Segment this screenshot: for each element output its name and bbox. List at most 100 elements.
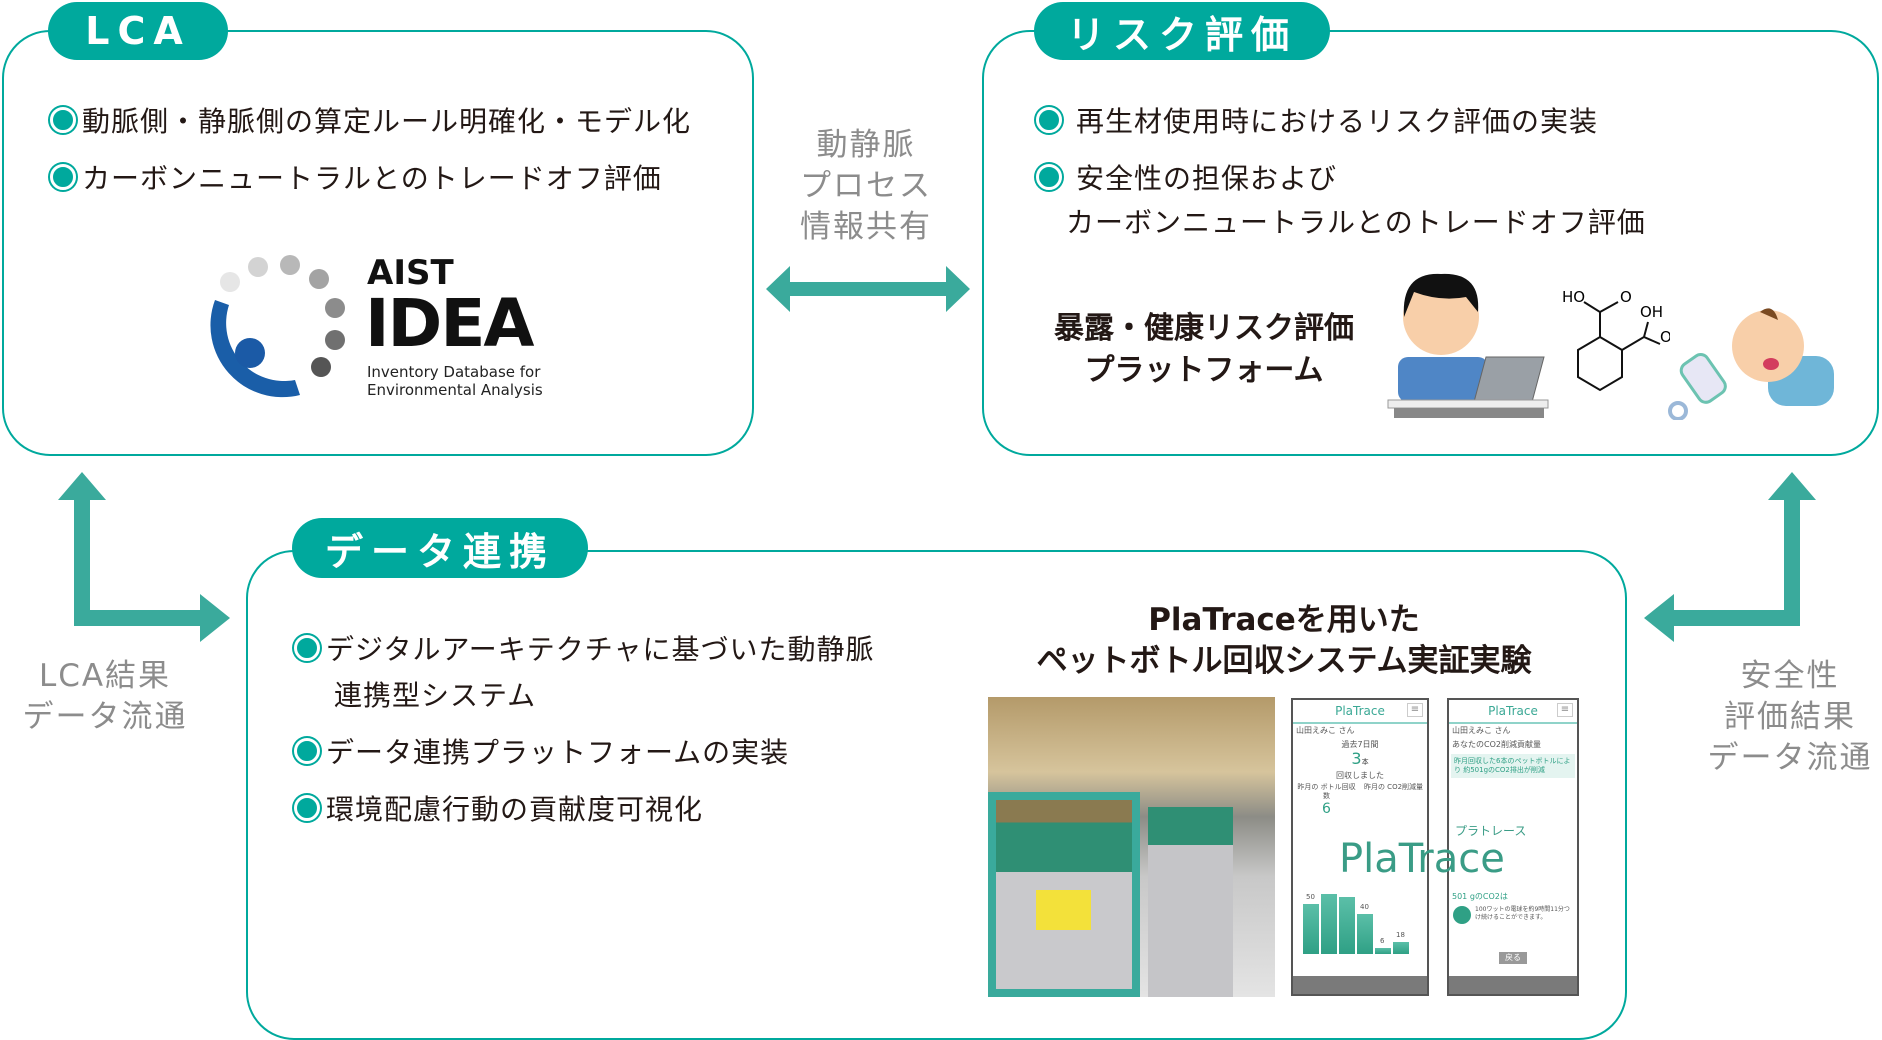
bullet-icon — [1036, 107, 1062, 133]
bullet-icon — [294, 795, 320, 821]
user-name: 山田えみこ さん — [1296, 726, 1355, 735]
bullet-text: デジタルアーキテクチャに基づいた動静脈 — [326, 633, 875, 666]
co2-report: 昨月回収した6本のペットボトルにより 約501gのCO2排出が削減 — [1451, 754, 1575, 778]
logo-sub1: Inventory Database for — [367, 363, 541, 381]
back-button[interactable]: 戻る — [1499, 952, 1527, 964]
risk-flow-label: 安全性 評価結果 データ流通 — [1690, 656, 1882, 779]
person-laptop-icon — [1387, 273, 1549, 418]
bullet-text: 動脈側・静脈側の算定ルール明確化・モデル化 — [82, 105, 692, 138]
lca-tab: LCA — [48, 2, 228, 60]
highlight-frame — [988, 792, 1140, 997]
mol-o2: O — [1660, 328, 1670, 346]
bullet-text: カーボンニュートラルとのトレードオフ評価 — [82, 162, 662, 195]
collection-box — [1148, 807, 1233, 997]
logo-sub2: Environmental Analysis — [367, 381, 543, 399]
sign-label — [1036, 890, 1091, 930]
co2-heading: あなたのCO2削減貢献量 — [1452, 740, 1541, 749]
co2-detail: 100ワットの電球を約9時間11分つけ続けることができます。 — [1475, 906, 1570, 921]
flow-line: LCA結果 — [38, 658, 172, 694]
middle-label: 動静脈 プロセス 情報共有 — [786, 125, 946, 248]
mol-oh: OH — [1640, 303, 1663, 321]
menu-icon[interactable]: ≡ — [1557, 703, 1573, 717]
bullet-icon — [50, 164, 76, 190]
menu-icon[interactable]: ≡ — [1407, 703, 1423, 717]
flow-line: データ流通 — [22, 699, 188, 735]
count-value: 3 — [1351, 749, 1362, 768]
middle-line: 動静脈 — [816, 127, 916, 163]
bullet-text: 再生材使用時におけるリスク評価の実装 — [1076, 105, 1599, 138]
risk-platform-title: 暴露・健康リスク評価 プラットフォーム — [1034, 308, 1374, 392]
platrace-watermark: プラトレース PlaTrace — [1305, 824, 1575, 884]
double-arrow-icon — [766, 266, 970, 312]
bullet-text: データ連携プラットフォームの実装 — [326, 736, 790, 769]
mol-ho: HO — [1562, 288, 1585, 306]
last-month-co2-label: 昨月の CO2削減量 — [1363, 783, 1424, 791]
flow-line: データ流通 — [1707, 740, 1873, 776]
bullet-text: 安全性の担保および — [1076, 162, 1338, 195]
bar-label: 40 — [1360, 903, 1369, 911]
app-footer — [1449, 976, 1577, 994]
platform-line: 暴露・健康リスク評価 — [1054, 311, 1354, 346]
data-tab: データ連携 — [292, 518, 588, 578]
app-screen-1: PlaTrace ≡ 山田えみこ さん 過去7日間 3本 回収しました 昨月の ボ… — [1291, 698, 1429, 996]
demo-title-line: PlaTraceを用いた — [1148, 602, 1420, 638]
chart-bar — [1375, 948, 1391, 954]
middle-line: プロセス — [800, 168, 932, 204]
bar-label: 6 — [1380, 937, 1385, 945]
chart-bar — [1339, 897, 1355, 954]
risk-tab: リスク評価 — [1034, 2, 1330, 60]
user-name: 山田えみこ さん — [1452, 726, 1511, 735]
lca-bullet-1: 動脈側・静脈側の算定ルール明確化・モデル化 — [50, 100, 691, 140]
co2-amount: 501 gのCO2は — [1452, 892, 1508, 901]
collected-label: 回収しました — [1336, 771, 1384, 780]
demo-title: PlaTraceを用いた ペットボトル回収システム実証実験 — [984, 600, 1584, 682]
collection-box-photo — [988, 697, 1275, 997]
platform-line: プラットフォーム — [1084, 353, 1324, 388]
logo-idea: IDEA — [365, 285, 535, 362]
watermark-name: PlaTrace — [1339, 836, 1505, 882]
app-footer — [1293, 976, 1427, 994]
app-logo: PlaTrace — [1488, 704, 1538, 718]
demo-title-line: ペットボトル回収システム実証実験 — [1036, 643, 1532, 679]
last-month-bottles-label: 昨月の ボトル回収数 — [1297, 783, 1356, 800]
mol-o1: O — [1620, 288, 1632, 306]
idea-logo-icon — [210, 255, 345, 398]
drop-icon — [1453, 906, 1471, 924]
bar-label: 50 — [1306, 893, 1315, 901]
bullet-icon — [1036, 164, 1062, 190]
phthalic-acid-structure: HO O OH O — [1562, 288, 1670, 392]
bullet-text: 環境配慮行動の貢献度可視化 — [326, 793, 704, 826]
chart-bar — [1321, 894, 1337, 954]
aist-idea-logo: AIST IDEA Inventory Database for Environ… — [195, 245, 575, 405]
risk-flow-arrow-icon — [1644, 472, 1816, 642]
period-label: 過去7日間 — [1341, 740, 1379, 749]
chart-bar — [1393, 942, 1409, 954]
risk-bullet-2-cont: カーボンニュートラルとのトレードオフ評価 — [1066, 206, 1646, 239]
lca-panel — [2, 30, 754, 456]
lca-bullet-2: カーボンニュートラルとのトレードオフ評価 — [50, 157, 662, 197]
data-bullet-3: 環境配慮行動の貢献度可視化 — [294, 788, 703, 828]
flow-line: 安全性 — [1740, 658, 1840, 694]
risk-bullet-1: 再生材使用時におけるリスク評価の実装 — [1036, 100, 1598, 140]
flow-line: 評価結果 — [1724, 699, 1856, 735]
chart-bar — [1357, 914, 1373, 954]
data-bullet-1-cont: 連携型システム — [334, 679, 537, 712]
app-screen-2: PlaTrace ≡ 山田えみこ さん あなたのCO2削減貢献量 昨月回収した6本… — [1447, 698, 1579, 996]
data-bullet-1: デジタルアーキテクチャに基づいた動静脈 — [294, 628, 874, 668]
bullet-icon — [50, 107, 76, 133]
bullet-icon — [294, 738, 320, 764]
risk-bullet-2: 安全性の担保および — [1036, 157, 1337, 197]
middle-line: 情報共有 — [800, 209, 932, 245]
bar-label: 18 — [1396, 931, 1405, 939]
baby-icon — [1668, 308, 1834, 420]
watermark-kana: プラトレース — [1455, 824, 1527, 838]
last-bottles-value: 6 — [1322, 801, 1331, 817]
lca-flow-arrow-icon — [58, 472, 230, 642]
lca-flow-label: LCA結果 データ流通 — [0, 656, 210, 738]
data-bullet-2: データ連携プラットフォームの実装 — [294, 731, 789, 771]
bullet-icon — [294, 635, 320, 661]
app-logo: PlaTrace — [1335, 704, 1385, 718]
chart-bar — [1303, 904, 1319, 954]
logo-aist: AIST — [367, 253, 454, 293]
count-unit: 本 — [1361, 758, 1369, 766]
